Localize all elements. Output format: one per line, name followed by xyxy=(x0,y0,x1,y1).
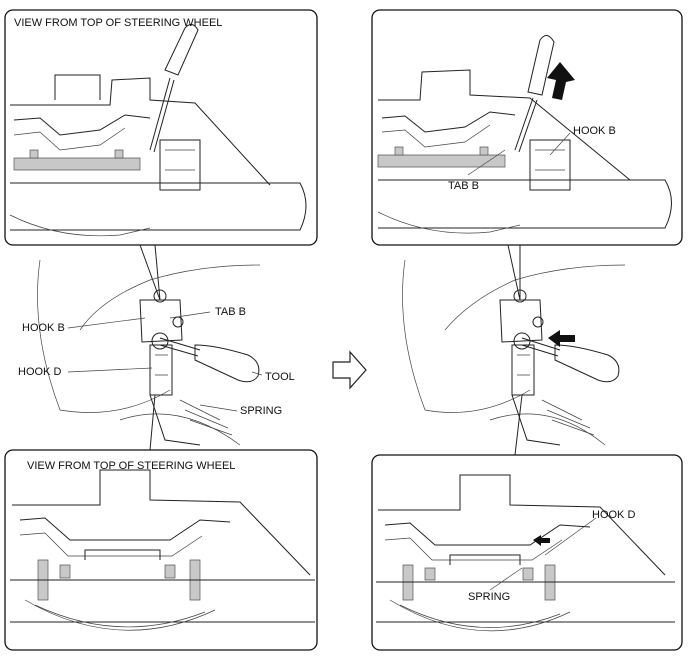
top-right-callout-stem xyxy=(507,244,521,301)
hook-b-label-top: HOOK B xyxy=(573,125,616,137)
push-left-arrow-icon xyxy=(533,535,550,546)
top-left-caption: VIEW FROM TOP OF STEERING WHEEL xyxy=(14,17,222,29)
push-left-arrow-icon xyxy=(548,330,575,347)
hook-d-label-middle: HOOK D xyxy=(18,366,61,378)
top-right-detail-panel xyxy=(371,9,683,246)
tool-label: TOOL xyxy=(265,371,295,383)
spring-label-bottom: SPRING xyxy=(468,591,510,603)
top-left-callout-stem xyxy=(139,244,161,301)
bottom-right-detail-panel xyxy=(371,454,683,651)
hook-d-label-bottom: HOOK D xyxy=(592,509,635,521)
top-left-detail-panel xyxy=(4,9,318,246)
hook-b-label-middle: HOOK B xyxy=(22,322,65,334)
middle-right-assembly xyxy=(402,259,626,446)
push-down-arrow-icon xyxy=(547,62,575,100)
bottom-left-callout-stem xyxy=(149,394,162,451)
middle-left-assembly xyxy=(37,259,263,446)
outline-right-arrow-icon xyxy=(332,350,367,390)
bottom-left-caption: VIEW FROM TOP OF STEERING WHEEL xyxy=(27,460,235,472)
tab-b-label-middle: TAB B xyxy=(215,306,246,318)
tab-b-label-top: TAB B xyxy=(448,180,479,192)
bottom-left-detail-panel xyxy=(4,449,318,651)
spring-label-middle: SPRING xyxy=(240,405,282,417)
